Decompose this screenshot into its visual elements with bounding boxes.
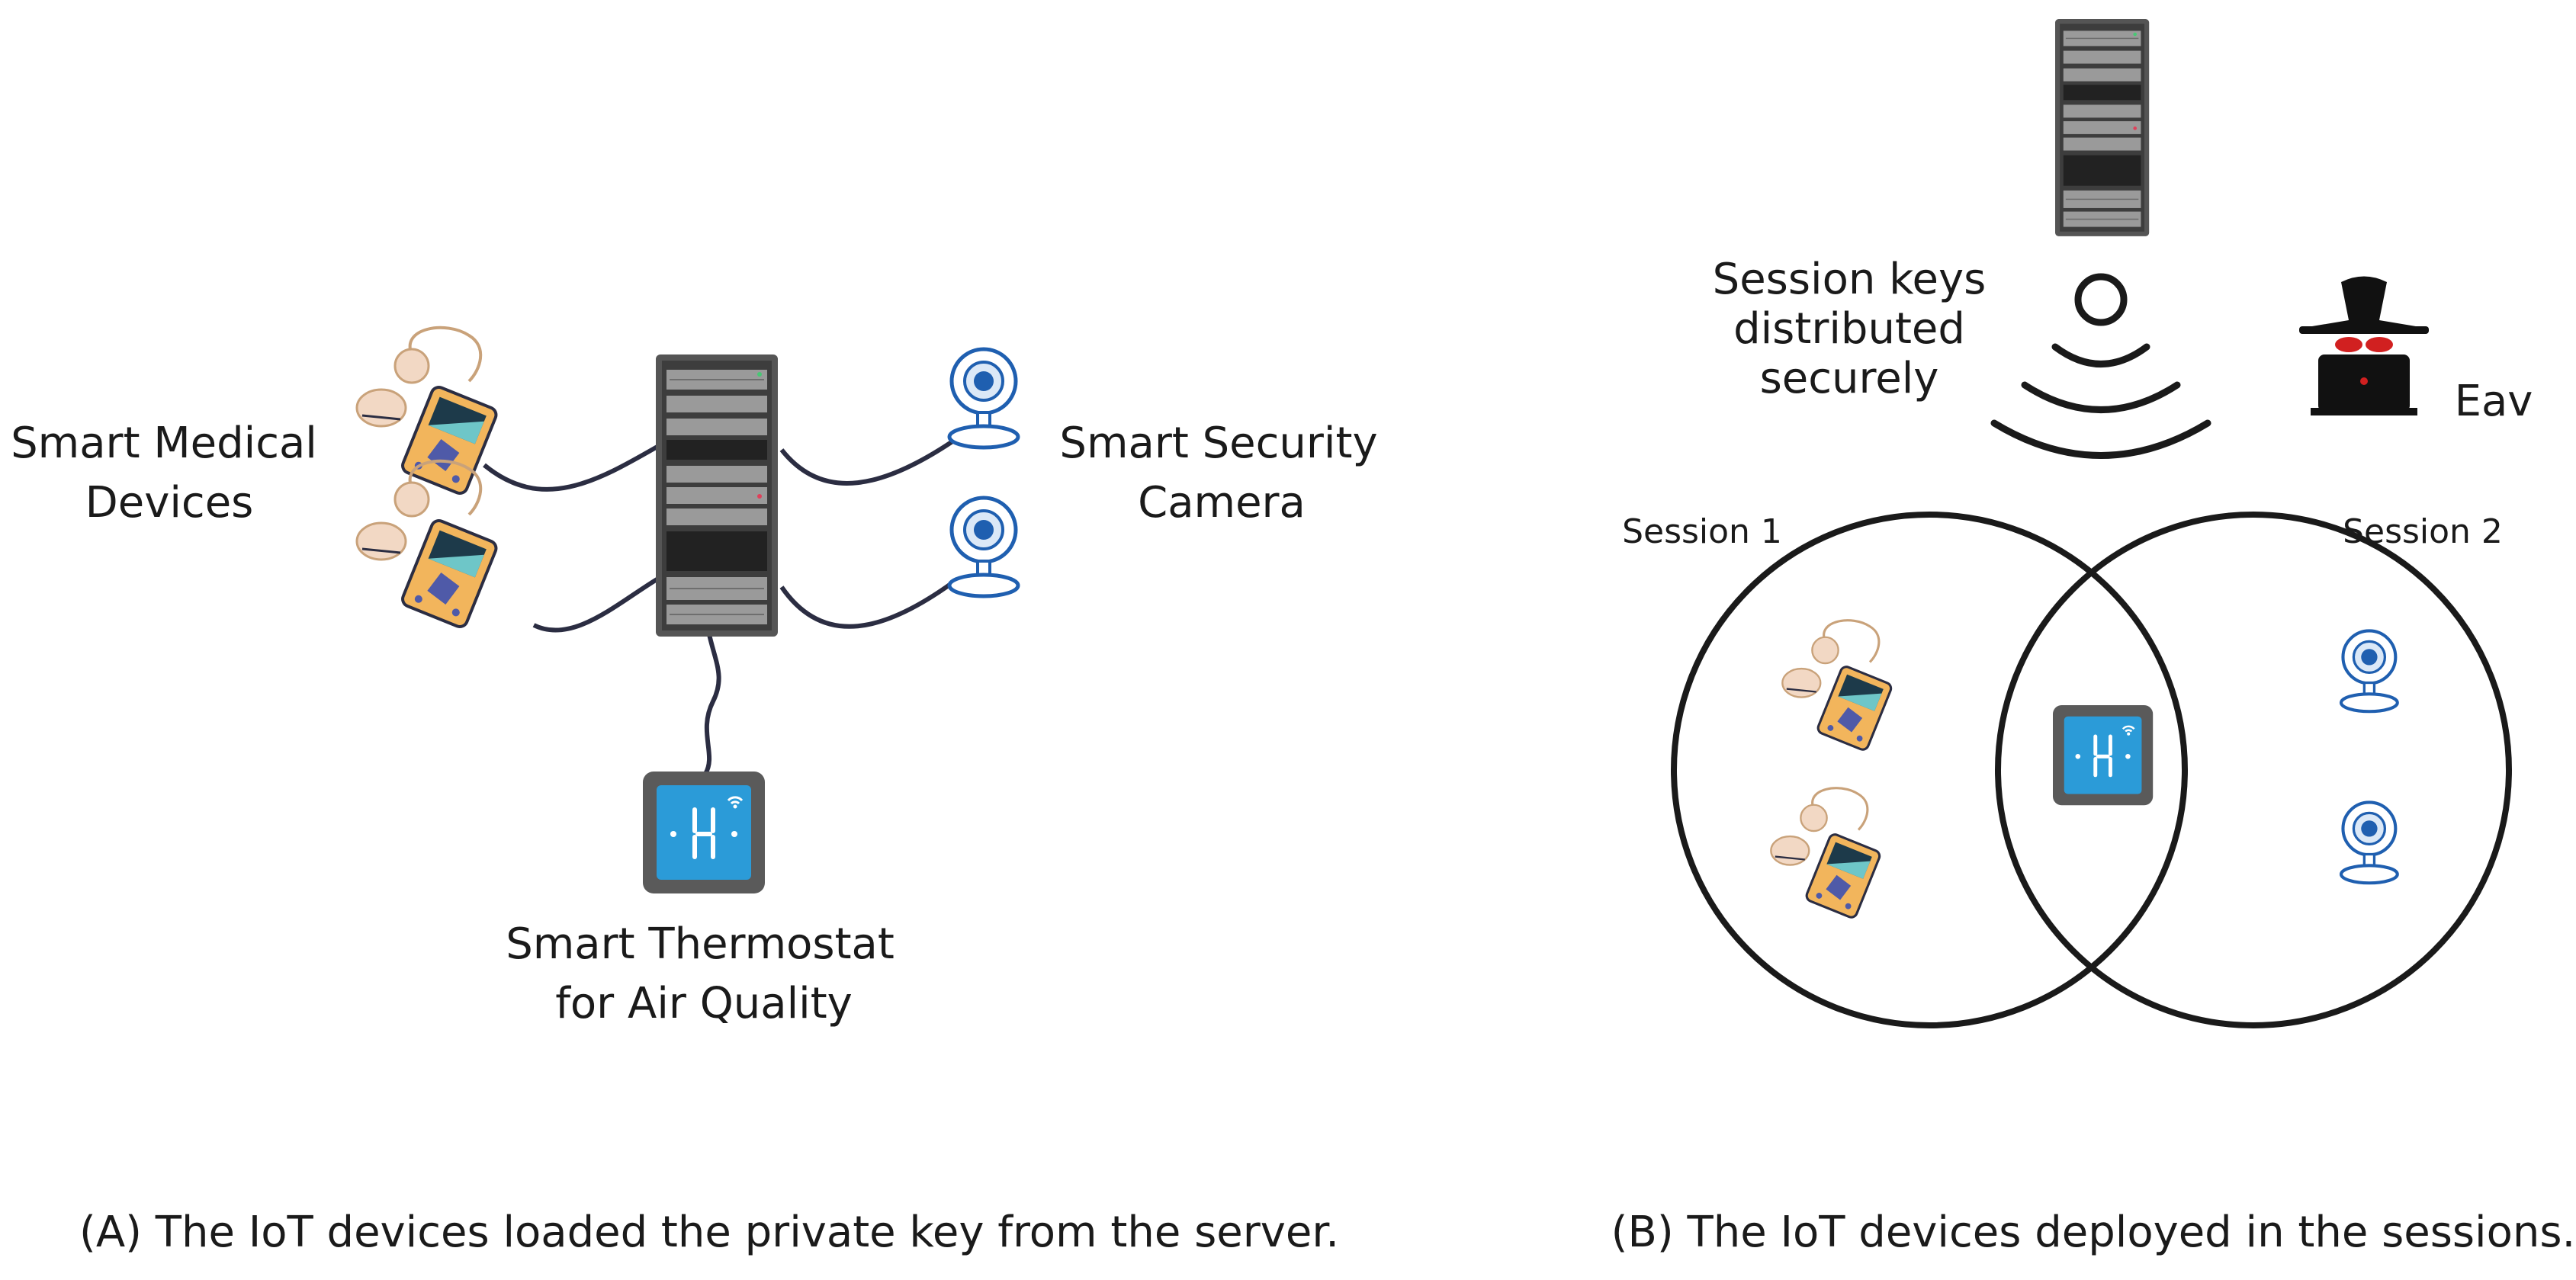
panel-a: Smart Medical Devices Smart Security Cam…	[11, 326, 1378, 1257]
keys-label-line2: distributed	[1733, 304, 1965, 354]
session2-circle	[1995, 512, 2512, 1028]
spy-icon	[2299, 276, 2429, 415]
camera-label-line1: Smart Security	[1059, 419, 1377, 468]
thermostat-label-line1: Smart Thermostat	[506, 919, 895, 969]
caption-a: (A) The IoT devices loaded the private k…	[79, 1208, 1339, 1257]
session1-circle	[1671, 512, 2188, 1028]
wireless-signal-icon	[1990, 273, 2211, 459]
keys-label-line3: securely	[1760, 354, 1939, 403]
medical-label-line2: Devices	[85, 478, 254, 528]
caption-b: (B) The IoT devices deployed in the sess…	[1611, 1208, 2576, 1257]
session1-label: Session 1	[1622, 512, 1782, 551]
webcam-icon	[2341, 802, 2398, 883]
thermostat-label-line2: for Air Quality	[555, 979, 853, 1028]
webcam-icon	[949, 498, 1018, 596]
keys-label-line1: Session keys	[1713, 255, 1987, 304]
server-rack-icon	[2054, 18, 2150, 237]
server-rack-icon	[655, 354, 779, 637]
medical-device-icon	[355, 326, 500, 497]
panel-b: Session keys distributed securely Eav Se…	[1611, 18, 2576, 1257]
medical-device-icon	[1781, 619, 1894, 753]
camera-label-line2: Camera	[1138, 478, 1306, 528]
session2-label: Session 2	[2343, 512, 2503, 551]
webcam-icon	[949, 349, 1018, 448]
medical-device-icon	[355, 459, 500, 630]
thermostat-icon	[2053, 705, 2153, 805]
thermostat-icon	[643, 772, 765, 893]
eavesdropper-label: Eav	[2455, 377, 2533, 426]
medical-label-line1: Smart Medical	[11, 419, 317, 468]
webcam-icon	[2341, 630, 2398, 711]
cables	[483, 432, 959, 775]
medical-device-icon	[1769, 787, 1883, 921]
